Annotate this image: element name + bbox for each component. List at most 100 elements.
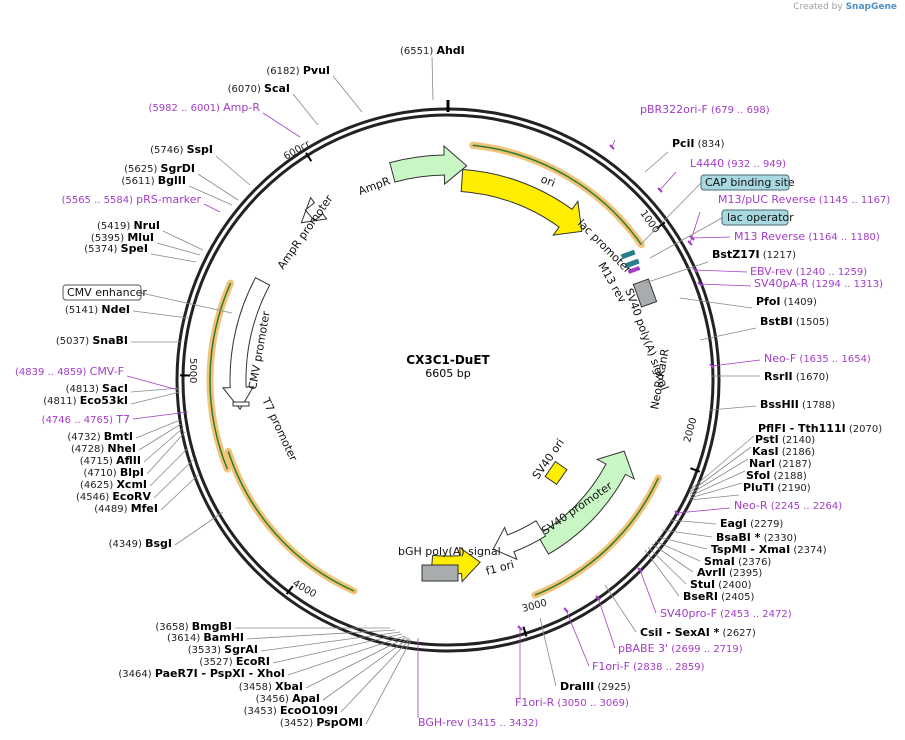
site-label-scai[interactable]: (6070) ScaI (228, 82, 290, 95)
site-label-pflfi-tth111i[interactable]: PflFI - Tth111I (2070) (758, 422, 882, 435)
site-label-xbai[interactable]: (3458) XbaI (239, 680, 303, 693)
site-label-bsgi[interactable]: (4349) BsgI (109, 537, 172, 550)
site-label-ecoo109i[interactable]: (3453) EcoO109I (244, 704, 338, 717)
site-label-bseri[interactable]: BseRI (2405) (683, 590, 754, 603)
primer-marker (609, 144, 615, 150)
site-label-spei[interactable]: (5374) SpeI (84, 242, 148, 255)
primer-f1ori-r[interactable]: F1ori-R (3050 .. 3069) (515, 696, 629, 709)
primer-prs-marker[interactable]: (5565 .. 5584) pRS-marker (62, 193, 202, 206)
site-label-bmgbi[interactable]: (3658) BmgBI (155, 620, 232, 633)
leader-line (138, 423, 182, 451)
sv40-ori-block[interactable] (544, 460, 568, 486)
primer-m13-puc-reverse[interactable]: M13/pUC Reverse (1145 .. 1167) (718, 193, 890, 206)
feature-label-bgh: bGH poly(A) signal (398, 545, 501, 558)
site-label-sgrai[interactable]: (3533) SgrAI (188, 643, 258, 656)
feature-label-ampr-promoter: AmpR promoter (275, 192, 336, 271)
primer-sv40pa-r[interactable]: SV40pA-R (1294 .. 1313) (754, 277, 883, 290)
leader-line (132, 411, 189, 420)
site-label-aflii[interactable]: (4715) AflII (80, 454, 141, 467)
site-label-draiii[interactable]: DraIII (2925) (560, 680, 631, 693)
site-label-apai[interactable]: (3456) ApaI (256, 692, 320, 705)
site-label-ecorv[interactable]: (4546) EcoRV (76, 490, 151, 503)
site-label-pluti[interactable]: PluTI (2190) (743, 481, 811, 494)
neor-arrow[interactable] (536, 450, 636, 555)
site-position: (2279) (747, 519, 784, 530)
site-label-psti[interactable]: PstI (2140) (755, 433, 815, 446)
site-label-pfoi[interactable]: PfoI (1409) (756, 295, 817, 308)
site-label-ndei[interactable]: (5141) NdeI (65, 303, 130, 316)
primer-pbabe-3-[interactable]: pBABE 3' (2699 .. 2719) (618, 642, 743, 655)
ampr-promoter-arrow[interactable] (300, 196, 328, 224)
site-label-rsrii[interactable]: RsrII (1670) (764, 370, 829, 383)
ampr-arrow[interactable] (389, 144, 468, 186)
site-label-bsabi-[interactable]: BsaBI * (2330) (716, 531, 797, 544)
site-label-sfoi[interactable]: SfoI (2188) (746, 469, 807, 482)
leader-line (135, 419, 181, 439)
primer-t7[interactable]: (4746 .. 4765) T7 (42, 413, 130, 426)
site-label-sspi[interactable]: (5746) SspI (150, 143, 213, 156)
leader-line (287, 635, 406, 676)
site-label-nrui[interactable]: (5419) NruI (97, 219, 160, 232)
cmv-promoter-arrow[interactable] (221, 276, 271, 411)
site-label-csii-sexai-[interactable]: CsiI - SexAI * (2627) (640, 626, 756, 639)
primer-m13-reverse[interactable]: M13 Reverse (1164 .. 1180) (734, 230, 880, 243)
primer-sv40pro-f[interactable]: SV40pro-F (2453 .. 2472) (660, 607, 792, 620)
site-label-blpi[interactable]: (4710) BlpI (83, 466, 144, 479)
site-label-bsshii[interactable]: BssHII (1788) (760, 398, 835, 411)
ori-arrow[interactable] (460, 168, 583, 236)
site-label-nhei[interactable]: (4728) NheI (71, 442, 136, 455)
site-position: (2140) (779, 435, 816, 446)
primer-l4440[interactable]: L4440 (932 .. 949) (690, 157, 786, 170)
primer-marker (637, 567, 643, 573)
site-label-bstz17i[interactable]: BstZ17I (1217) (712, 248, 796, 261)
site-label-nari[interactable]: NarI (2187) (749, 457, 812, 470)
site-label-mfei[interactable]: (4489) MfeI (94, 502, 158, 515)
site-label-xcmi[interactable]: (4625) XcmI (80, 478, 147, 491)
svg-text:(3458) XbaI: (3458) XbaI (239, 680, 303, 693)
cmv-enhancer-box[interactable] (62, 284, 142, 301)
leader-line (644, 151, 669, 173)
svg-text:(4710) BlpI: (4710) BlpI (83, 466, 144, 479)
site-label-pcii[interactable]: PciI (834) (672, 137, 725, 150)
primer-amp-r[interactable]: (5982 .. 6001) Amp-R (149, 101, 261, 114)
site-label-kasi[interactable]: KasI (2186) (752, 445, 815, 458)
site-label-smai[interactable]: SmaI (2376) (704, 555, 771, 568)
site-label-pvui[interactable]: (6182) PvuI (266, 64, 330, 77)
primer-neo-r[interactable]: Neo-R (2245 .. 2264) (734, 499, 842, 512)
site-label-bglii[interactable]: (5611) BglII (121, 174, 186, 187)
site-label-stui[interactable]: StuI (2400) (690, 578, 752, 591)
svg-text:(3456) ApaI: (3456) ApaI (256, 692, 320, 705)
highlight-arc-core (534, 477, 659, 596)
primer-f1ori-f[interactable]: F1ori-F (2838 .. 2859) (592, 660, 705, 673)
site-label-snabi[interactable]: (5037) SnaBI (56, 334, 128, 347)
site-label-eco53ki[interactable]: (4811) Eco53kI (43, 394, 128, 407)
primer-pbr322ori-f[interactable]: pBR322ori-F (679 .. 698) (640, 103, 770, 116)
primer-cmv-f[interactable]: (4839 .. 4859) CMV-F (15, 365, 124, 378)
highlight-arc[interactable] (224, 447, 358, 595)
primer-bgh-rev[interactable]: BGH-rev (3415 .. 3432) (418, 716, 538, 729)
site-label-sgrdi[interactable]: (5625) SgrDI (124, 162, 195, 175)
site-label-ecori[interactable]: (3527) EcoRI (199, 655, 270, 668)
site-label-avrii[interactable]: AvrII (2395) (697, 566, 762, 579)
lac-operator-box[interactable] (721, 209, 789, 226)
site-label-bstbi[interactable]: BstBI (1505) (760, 315, 829, 328)
primer-ebv-rev[interactable]: EBV-rev (1240 .. 1259) (750, 265, 867, 278)
site-label-eagi[interactable]: EagI (2279) (720, 517, 783, 530)
site-label-mlui[interactable]: (5395) MluI (91, 231, 154, 244)
sv40-promoter-arrow[interactable] (492, 520, 547, 561)
cap-binding-site-box[interactable] (700, 174, 790, 191)
site-label-pspomi[interactable]: (3452) PspOMI (280, 716, 363, 729)
site-label-bamhi[interactable]: (3614) BamHI (167, 631, 244, 644)
site-label-paer7i-pspxi-xhoi[interactable]: (3464) PaeR7I - PspXI - XhoI (118, 667, 285, 680)
site-position: (6551) (400, 46, 436, 57)
site-label-bmti[interactable]: (4732) BmtI (67, 430, 133, 443)
sv40-polya-block[interactable] (632, 278, 658, 308)
site-label-saci[interactable]: (4813) SacI (66, 382, 128, 395)
site-label-tspmi-xmai[interactable]: TspMI - XmaI (2374) (711, 543, 827, 556)
bgh-polya-block[interactable] (421, 564, 459, 582)
leader-line (215, 155, 251, 186)
site-name: DraIII (560, 680, 594, 693)
primer-neo-f[interactable]: Neo-F (1635 .. 1654) (764, 352, 871, 365)
site-label-ahdi[interactable]: (6551) AhdI (400, 44, 465, 57)
svg-text:L4440 (932 .. 949): L4440 (932 .. 949) (690, 157, 786, 170)
